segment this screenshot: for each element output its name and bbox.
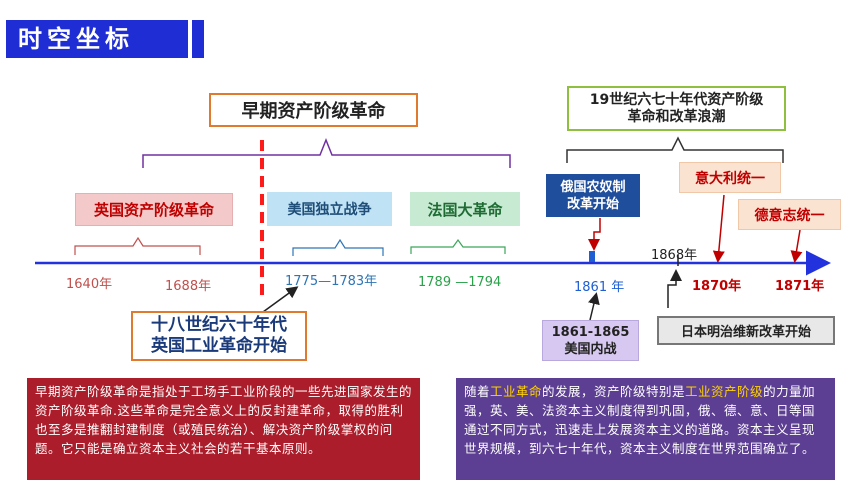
wave-header: 19世纪六七十年代资产阶级 革命和改革浪潮 bbox=[567, 86, 786, 131]
event-industrial-line1: 十八世纪六十年代 bbox=[151, 315, 287, 335]
early-revolutions-header: 早期资产阶级革命 bbox=[209, 93, 418, 127]
desc-text-2: 的发展，资产阶级特别是 bbox=[542, 384, 686, 399]
event-france: 法国大革命 bbox=[410, 192, 520, 226]
industrial-wave-description: 随着工业革命的发展，资产阶级特别是工业资产阶级的力量加强，英、美、法资本主义制度… bbox=[456, 378, 835, 480]
wave-brace bbox=[566, 136, 784, 163]
france-brace bbox=[410, 238, 506, 254]
event-industrial-line2: 英国工业革命开始 bbox=[151, 336, 287, 356]
germany-arrow bbox=[790, 229, 803, 263]
early-revolution-description: 早期资产阶级革命是指处于工场手工业阶段的一些先进国家发生的资产阶级革命.这些革命… bbox=[27, 378, 420, 480]
event-civilwar-line1: 1861-1865 bbox=[551, 324, 630, 340]
italy-arrow bbox=[712, 194, 725, 263]
year-1871: 1871年 bbox=[775, 279, 825, 294]
america-brace bbox=[292, 238, 384, 256]
early-brace bbox=[142, 137, 511, 168]
year-1861: 1861 年 bbox=[574, 280, 625, 295]
event-america: 美国独立战争 bbox=[267, 192, 392, 226]
year-1688: 1688年 bbox=[165, 279, 212, 294]
title-accent-bar bbox=[192, 20, 204, 58]
year-1775: 1775—1783年 bbox=[285, 274, 378, 289]
desc-highlight-industrial-revolution: 工业革命 bbox=[490, 384, 543, 399]
england-brace bbox=[74, 236, 201, 255]
event-russia-line1: 俄国农奴制 bbox=[560, 179, 626, 195]
marker-1861 bbox=[589, 251, 595, 262]
desc-text-3: 的力量加强，英、美、法资本主义制度得到巩固，俄、德、意、日等国通过不同方式，迅速… bbox=[464, 384, 816, 456]
event-industrial-revolution: 十八世纪六十年代 英国工业革命开始 bbox=[131, 311, 307, 361]
meiji-arrow bbox=[667, 269, 682, 308]
event-germany: 德意志统一 bbox=[738, 199, 841, 230]
industrial-arrow bbox=[262, 286, 299, 313]
year-1640: 1640年 bbox=[66, 277, 113, 292]
year-1868: 1868年 bbox=[651, 248, 698, 263]
page-title: 时空坐标 bbox=[6, 20, 188, 58]
civilwar-arrow bbox=[588, 292, 600, 321]
wave-header-line1: 19世纪六七十年代资产阶级 bbox=[589, 91, 764, 108]
desc-text-1: 随着 bbox=[464, 384, 491, 399]
year-1870: 1870年 bbox=[692, 279, 742, 294]
year-1789: 1789 —1794 bbox=[418, 275, 502, 290]
russia-arrow bbox=[588, 218, 601, 251]
event-civil-war: 1861-1865 美国内战 bbox=[542, 320, 639, 361]
event-italy: 意大利统一 bbox=[679, 162, 781, 193]
wave-header-line2: 革命和改革浪潮 bbox=[627, 108, 726, 125]
event-russia-line2: 改革开始 bbox=[566, 196, 619, 212]
event-england: 英国资产阶级革命 bbox=[75, 193, 233, 226]
event-russia: 俄国农奴制 改革开始 bbox=[546, 174, 640, 217]
event-civilwar-line2: 美国内战 bbox=[564, 341, 617, 357]
desc-highlight-industrial-bourgeoisie: 工业资产阶级 bbox=[685, 384, 764, 399]
event-meiji: 日本明治维新改革开始 bbox=[657, 316, 835, 345]
